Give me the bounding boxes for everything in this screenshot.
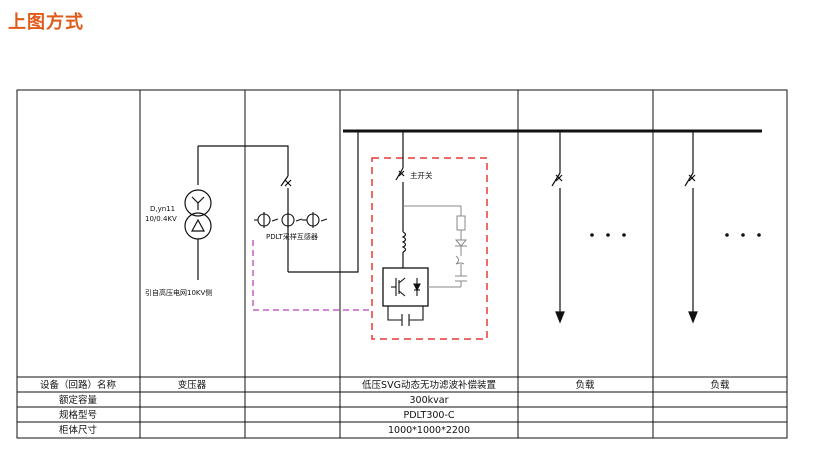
sensor-label: PDLT采样互感器 bbox=[266, 232, 318, 241]
cell-model: PDLT300-C bbox=[403, 410, 454, 421]
inverter-module bbox=[382, 267, 429, 307]
row-header-capacity: 额定容量 bbox=[59, 394, 98, 406]
load-feeder-2 bbox=[684, 131, 698, 324]
row-header-size: 柜体尺寸 bbox=[59, 424, 98, 436]
cell-capacity: 300kvar bbox=[410, 395, 449, 406]
page-title: 上图方式 bbox=[8, 12, 84, 33]
column-dividers bbox=[139, 90, 654, 438]
auxiliary-branch bbox=[403, 205, 468, 288]
igbt-icon bbox=[391, 277, 421, 297]
row-header-model: 规格型号 bbox=[59, 409, 97, 421]
reactor-icon bbox=[401, 231, 407, 253]
transformer-source-label: 引自高压电网10KV侧 bbox=[145, 288, 212, 297]
main-switch-label: 主开关 bbox=[410, 170, 433, 180]
current-transformers-icon bbox=[254, 212, 328, 228]
cell-size: 1000*1000*2200 bbox=[388, 425, 470, 436]
cell-name-transformer: 变压器 bbox=[178, 379, 207, 391]
dc-capacitor-icon bbox=[387, 306, 424, 326]
control-signal-wire bbox=[252, 240, 370, 311]
ellipsis-icon-1 bbox=[590, 233, 626, 237]
transformer-label-voltage: 10/0.4KV bbox=[145, 215, 177, 223]
cell-name-load-2: 负载 bbox=[710, 379, 730, 391]
cell-name-load-1: 负载 bbox=[575, 379, 595, 391]
svg-unit-boundary bbox=[371, 157, 488, 340]
ellipsis-icon-2 bbox=[725, 233, 761, 237]
feeder-breaker-icon bbox=[280, 175, 292, 187]
transformer-symbol bbox=[184, 146, 212, 280]
table-rules bbox=[17, 376, 787, 423]
main-feeder-wire bbox=[198, 131, 359, 273]
cell-name-svg-device: 低压SVG动态无功滤波补偿装置 bbox=[362, 379, 496, 391]
main-switch-icon bbox=[395, 167, 405, 181]
diagram-frame bbox=[16, 89, 788, 439]
transformer-label-vector-group: D,yn11 bbox=[150, 205, 175, 213]
load-feeder-1 bbox=[551, 131, 565, 324]
spec-table: 设备（回路）名称 额定容量 规格型号 柜体尺寸 变压器 低压SVG动态无功滤波补… bbox=[40, 379, 730, 436]
row-header-name: 设备（回路）名称 bbox=[40, 379, 117, 391]
